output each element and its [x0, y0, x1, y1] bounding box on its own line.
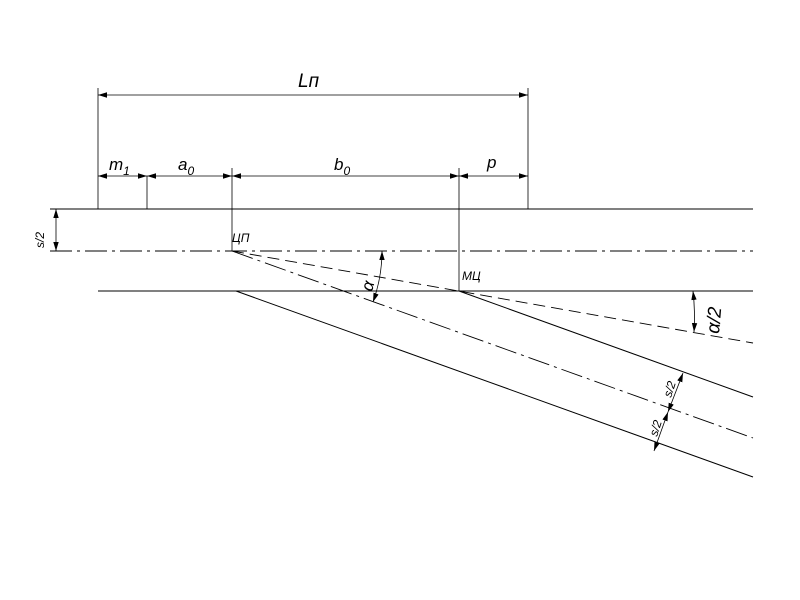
angle-alpha-arc — [372, 250, 385, 303]
label-mc: МЦ — [462, 269, 481, 283]
label-b0: b0 — [334, 155, 350, 178]
label-cp: ЦП — [232, 231, 250, 245]
angle-alpha2-arc — [691, 290, 698, 333]
label-p: p — [486, 153, 496, 172]
label-s2-main: s/2 — [33, 232, 47, 248]
label-Ln: Lп — [298, 71, 320, 92]
bisector-dashed-line — [231, 250, 754, 344]
diverging-axis — [231, 250, 754, 439]
label-m1: m1 — [109, 155, 130, 178]
label-s2-div-upper: s/2 — [661, 379, 679, 399]
diverging-top-line — [458, 290, 754, 398]
dim-line-s2-div-upper — [667, 372, 684, 413]
label-s2-div-lower: s/2 — [647, 418, 665, 438]
label-a0: a0 — [178, 155, 194, 178]
dim-line-s2-div-lower — [653, 411, 669, 452]
label-alpha2: α/2 — [703, 306, 726, 335]
